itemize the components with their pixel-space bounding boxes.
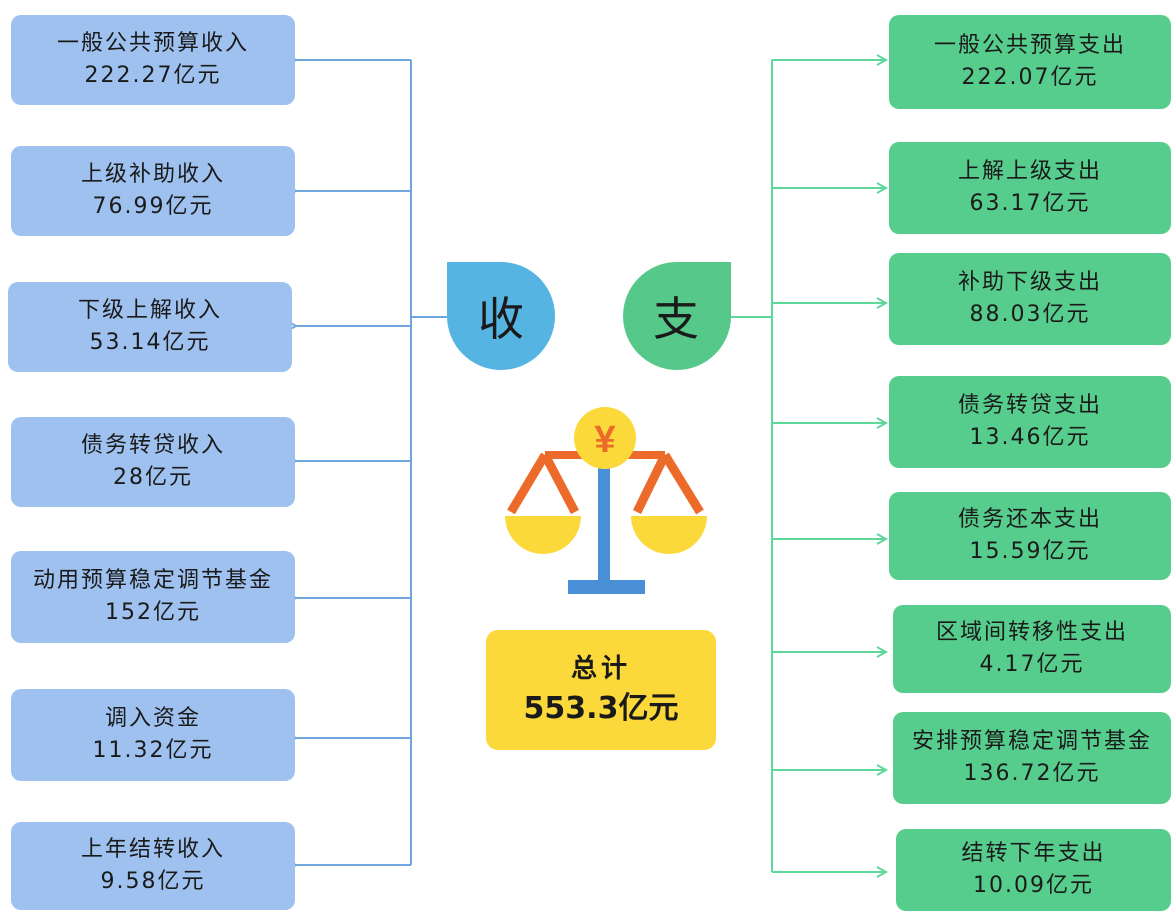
expense-item: 债务还本支出 15.59亿元 [889,492,1171,580]
income-symbol: 收 [478,292,524,346]
income-label: 动用预算稳定调节基金 [32,568,273,593]
income-label: 上年结转收入 [80,837,225,862]
expense-value: 10.09亿元 [973,873,1094,898]
income-label: 下级上解收入 [77,298,222,323]
expense-label: 安排预算稳定调节基金 [911,729,1152,754]
expense-value: 63.17亿元 [969,191,1091,216]
income-item: 下级上解收入 53.14亿元 [8,282,292,372]
income-value: 152亿元 [105,600,201,625]
expense-label: 债务还本支出 [957,507,1102,532]
expense-label: 补助下级支出 [957,270,1102,295]
expense-item: 上解上级支出 63.17亿元 [889,142,1171,234]
expense-value: 88.03亿元 [969,302,1091,327]
expense-symbol: 支 [653,292,699,346]
total-value: 553.3亿元 [523,691,679,726]
expense-value: 15.59亿元 [969,539,1091,564]
income-drop-shape [447,261,555,370]
income-item: 一般公共预算收入 222.27亿元 [11,15,295,105]
expense-item: 债务转贷支出 13.46亿元 [889,376,1171,468]
income-item: 动用预算稳定调节基金 152亿元 [11,551,295,643]
expense-label: 债务转贷支出 [957,393,1102,418]
income-item: 上年结转收入 9.58亿元 [11,822,295,910]
expense-label: 结转下年支出 [961,841,1106,866]
total-box: 总计 553.3亿元 [486,630,716,750]
expense-item: 结转下年支出 10.09亿元 [896,829,1171,911]
income-value: 9.58亿元 [100,869,206,894]
income-item: 债务转贷收入 28亿元 [11,417,295,507]
expense-item: 区域间转移性支出 4.17亿元 [893,605,1171,693]
expense-drop-shape [623,262,731,370]
income-item: 上级补助收入 76.99亿元 [11,146,295,236]
income-value: 28亿元 [113,465,193,490]
expense-label: 区域间转移性支出 [935,620,1128,645]
expense-value: 4.17亿元 [979,652,1085,677]
income-item: 调入资金 11.32亿元 [11,689,295,781]
expense-value: 13.46亿元 [969,425,1091,450]
income-value: 222.27亿元 [84,63,222,88]
expense-value: 222.07亿元 [961,65,1099,90]
expense-label: 上解上级支出 [957,159,1102,184]
income-value: 53.14亿元 [89,330,211,355]
income-value: 76.99亿元 [92,194,214,219]
income-value: 11.32亿元 [92,738,214,763]
income-label: 一般公共预算收入 [56,31,249,56]
expense-item: 一般公共预算支出 222.07亿元 [889,15,1171,109]
expense-value: 136.72亿元 [963,761,1101,786]
expense-label: 一般公共预算支出 [933,33,1126,58]
currency-symbol: ¥ [594,419,615,461]
income-label: 债务转贷收入 [80,433,225,458]
expense-item: 安排预算稳定调节基金 136.72亿元 [893,712,1171,804]
expense-item: 补助下级支出 88.03亿元 [889,253,1171,345]
total-label: 总计 [570,654,631,684]
income-label: 上级补助收入 [80,162,225,187]
balance-scale-icon [505,407,707,594]
income-label: 调入资金 [104,706,201,731]
